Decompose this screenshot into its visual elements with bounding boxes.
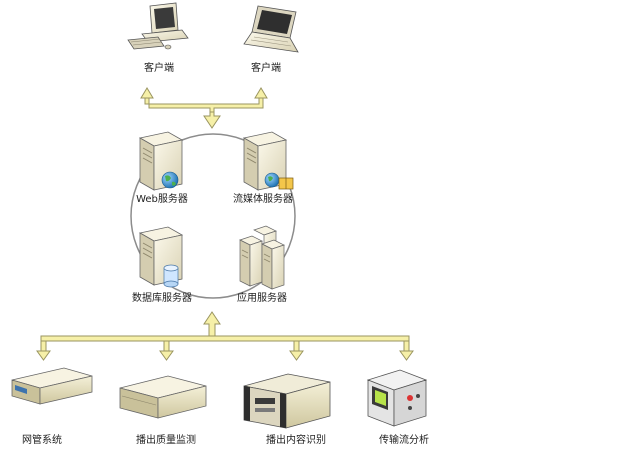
web-server-label: Web服务器 [136, 192, 188, 205]
database-cylinder-icon [163, 264, 179, 288]
application-server: 应用服务器 [237, 225, 287, 304]
database-server-label: 数据库服务器 [132, 291, 192, 304]
device-drop-arrows [36, 340, 414, 361]
top-connector [140, 87, 268, 129]
application-server-label: 应用服务器 [237, 291, 287, 304]
streaming-server-icon [242, 131, 288, 191]
web-server: Web服务器 [136, 131, 188, 205]
device-bus [40, 335, 410, 342]
client-desktop: 客户端 [127, 2, 189, 74]
client-laptop: 客户端 [243, 5, 299, 74]
globe-icon [264, 172, 280, 188]
servers-top-arrowhead [203, 111, 221, 129]
servers-bottom-arrowhead [203, 311, 221, 339]
streaming-server-label: 流媒体服务器 [233, 192, 293, 205]
stream-analyzer-device: 传输流分析 [366, 369, 429, 446]
client-bus [144, 97, 264, 113]
laptop-icon [243, 5, 299, 53]
globe-icon [161, 171, 179, 189]
database-server: 数据库服务器 [132, 226, 192, 304]
bottom-connector [36, 311, 414, 361]
network-management-label: 网管系统 [22, 433, 62, 446]
application-server-icon [239, 225, 285, 290]
stream-analyzer-device-icon [366, 369, 428, 427]
stream-analyzer-label: 传输流分析 [379, 433, 429, 446]
client-desktop-label: 客户端 [144, 61, 174, 74]
network-management-device: 网管系统 [11, 367, 93, 446]
content-recognition-device: 播出内容识别 [243, 373, 331, 446]
content-recognition-device-icon [243, 373, 331, 429]
desktop-computer-icon [127, 2, 189, 50]
quality-monitor-device-icon [119, 375, 207, 419]
network-management-device-icon [11, 367, 93, 405]
quality-monitor-device: 播出质量监测 [119, 375, 207, 446]
server-ring [130, 133, 296, 299]
quality-monitor-label: 播出质量监测 [136, 433, 196, 446]
content-recognition-label: 播出内容识别 [266, 433, 326, 446]
streaming-server: 流媒体服务器 [233, 131, 294, 205]
client-laptop-label: 客户端 [251, 61, 281, 74]
film-icon [278, 177, 294, 190]
